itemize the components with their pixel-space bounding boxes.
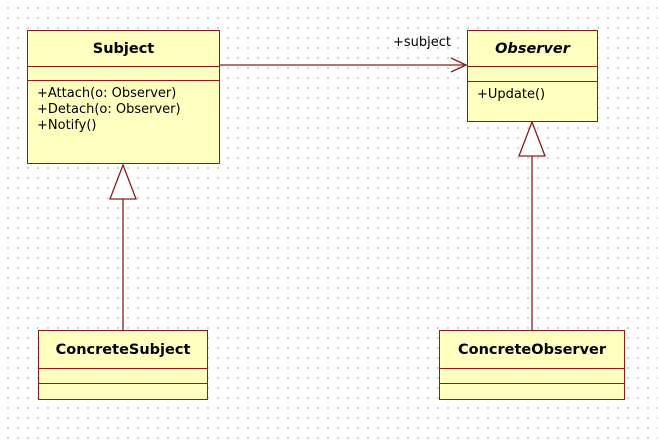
class-concrete-observer-operations [440, 384, 624, 399]
class-observer-name: Observer [468, 31, 597, 67]
class-observer[interactable]: Observer +Update() [467, 30, 598, 122]
class-subject[interactable]: Subject +Attach(o: Observer) +Detach(o: … [27, 30, 220, 164]
class-concrete-observer-name: ConcreteObserver [440, 331, 624, 369]
operation-notify: +Notify() [37, 118, 97, 133]
association-role-label: +subject [393, 35, 452, 50]
operation-attach: +Attach(o: Observer) [37, 86, 177, 101]
class-observer-attributes [468, 67, 597, 82]
generalization-triangle-subject [109, 163, 137, 200]
class-concrete-observer-attributes [440, 369, 624, 384]
class-subject-operations: +Attach(o: Observer) +Detach(o: Observer… [28, 81, 219, 134]
class-concrete-subject[interactable]: ConcreteSubject [38, 330, 208, 400]
operation-update: +Update() [477, 87, 546, 102]
class-concrete-subject-attributes [39, 369, 207, 384]
class-subject-name: Subject [28, 31, 219, 67]
class-concrete-subject-operations [39, 384, 207, 399]
class-observer-operations: +Update() [468, 82, 597, 103]
class-concrete-observer[interactable]: ConcreteObserver [439, 330, 625, 400]
generalization-triangle-observer [518, 120, 546, 157]
class-concrete-subject-name: ConcreteSubject [39, 331, 207, 369]
class-subject-attributes [28, 67, 219, 81]
operation-detach: +Detach(o: Observer) [37, 102, 181, 117]
association-arrowhead [450, 57, 468, 73]
